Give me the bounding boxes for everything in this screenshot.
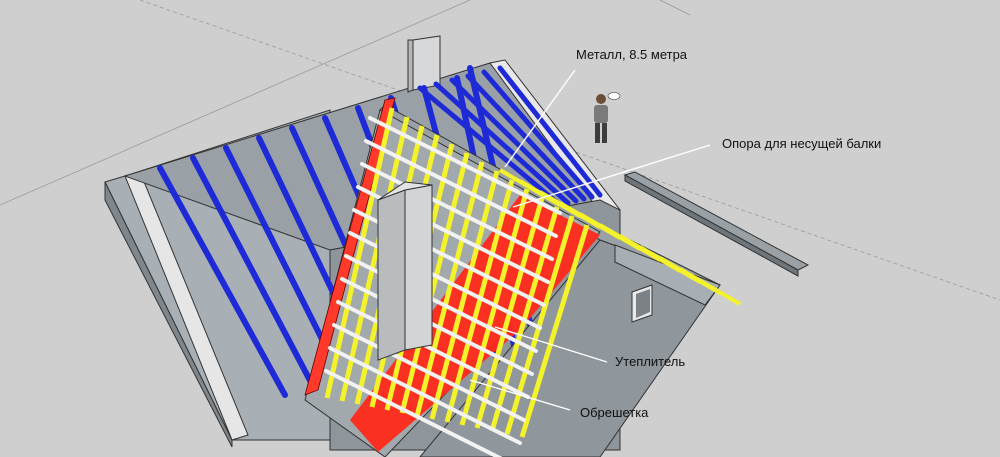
- leader-line-insulation: [494, 326, 608, 363]
- blue-rafter: [433, 81, 571, 206]
- yellow-batten: [519, 224, 590, 438]
- blue-rafter: [190, 155, 318, 393]
- white-batten: [328, 346, 522, 445]
- white-batten: [368, 116, 562, 215]
- chimney-front-right: [404, 184, 433, 351]
- yellow-batten: [678, 267, 742, 306]
- white-batten: [332, 323, 526, 422]
- blue-rafter: [417, 85, 563, 208]
- label-metal: Металл, 8.5 метра: [576, 47, 688, 62]
- leader-line-metal: [504, 69, 576, 168]
- leader-line-battens: [469, 379, 571, 411]
- label-insulation: Утеплитель: [615, 354, 686, 369]
- yellow-batten: [444, 179, 515, 423]
- yellow-batten: [399, 152, 470, 414]
- white-batten: [324, 369, 503, 457]
- label-support: Опора для несущей балки: [722, 136, 882, 151]
- chimney-front-left: [377, 189, 406, 361]
- yellow-batten: [339, 116, 410, 402]
- gable-window-pane: [636, 289, 650, 318]
- blue-rafter: [157, 165, 288, 398]
- ground-axis-line: [0, 0, 471, 206]
- white-batten: [336, 300, 530, 399]
- white-batten: [364, 139, 558, 238]
- yellow-batten: [504, 215, 575, 435]
- white-batten: [340, 277, 534, 376]
- white-batten: [360, 162, 554, 261]
- blue-rafter: [497, 65, 603, 198]
- yellow-batten: [324, 107, 395, 399]
- person-figure-icon: [594, 92, 621, 143]
- blue-rafter: [481, 69, 595, 200]
- label-battens: Обрешетка: [580, 405, 649, 420]
- blue-rafter: [449, 77, 579, 204]
- chimney-top: [377, 181, 433, 201]
- leader-line-support: [512, 144, 711, 208]
- left-wall: [104, 181, 233, 448]
- chimney-back-side: [407, 39, 414, 93]
- ground-axis-line: [659, 0, 691, 16]
- steel-beam-side: [624, 174, 799, 277]
- edge-rafter-red: [304, 97, 396, 396]
